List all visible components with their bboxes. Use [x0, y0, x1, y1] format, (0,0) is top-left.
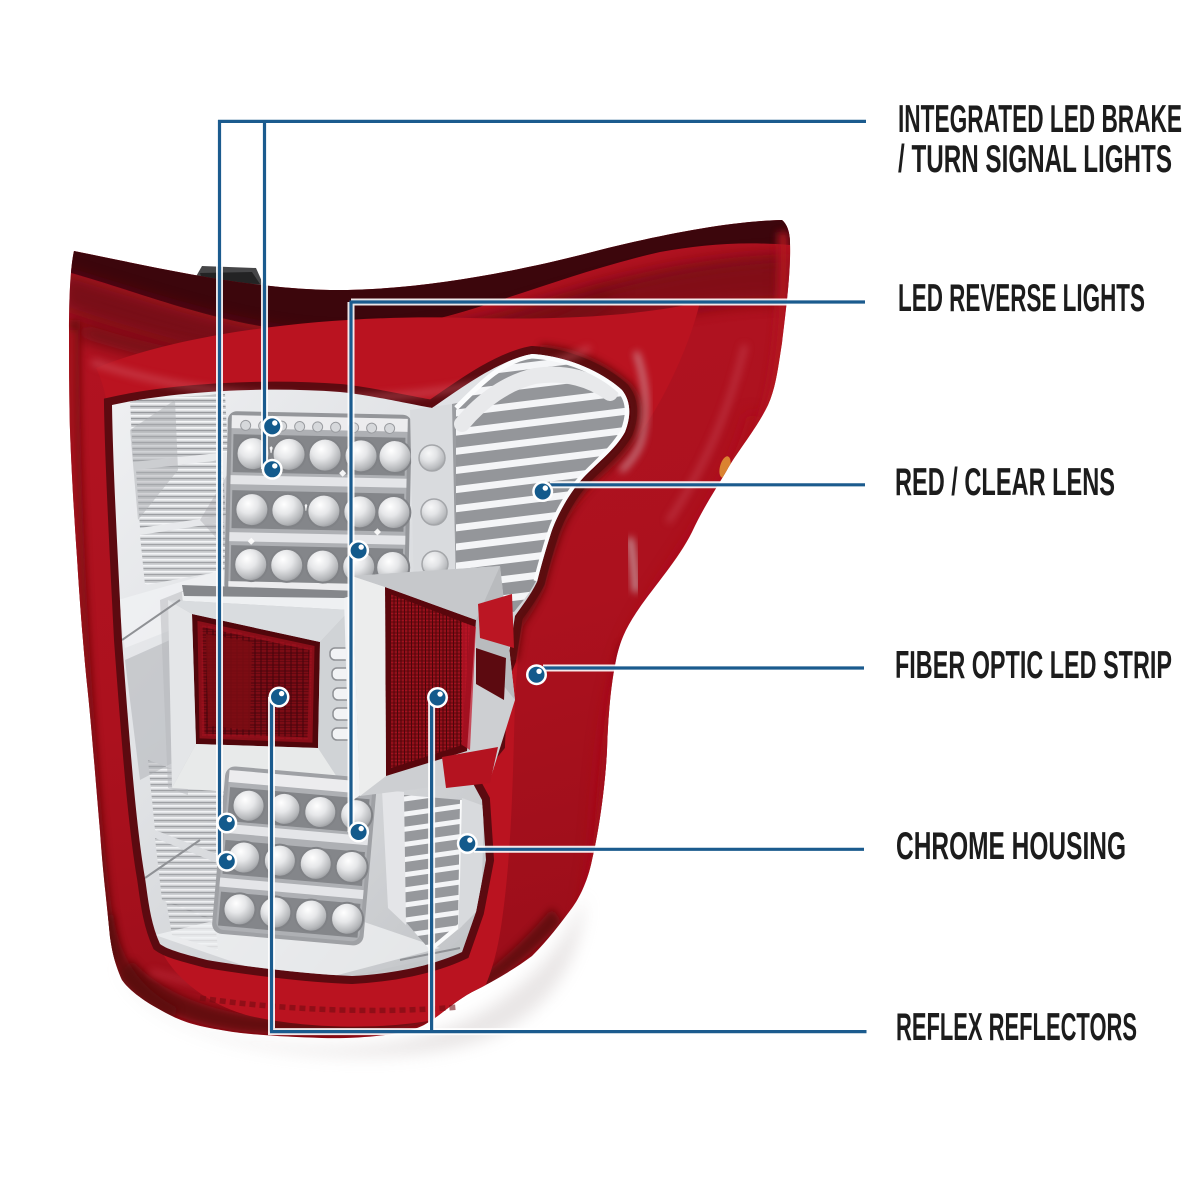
svg-text:LED REVERSE LIGHTS: LED REVERSE LIGHTS	[898, 277, 1145, 320]
svg-text:FIBER OPTIC LED STRIP: FIBER OPTIC LED STRIP	[895, 644, 1172, 687]
svg-text:INTEGRATED LED BRAKE: INTEGRATED LED BRAKE	[898, 98, 1182, 141]
svg-text:RED / CLEAR LENS: RED / CLEAR LENS	[895, 461, 1115, 504]
svg-text:CHROME HOUSING: CHROME HOUSING	[896, 825, 1126, 868]
svg-text:REFLEX REFLECTORS: REFLEX REFLECTORS	[896, 1006, 1137, 1049]
svg-text:/ TURN SIGNAL LIGHTS: / TURN SIGNAL LIGHTS	[898, 138, 1172, 181]
